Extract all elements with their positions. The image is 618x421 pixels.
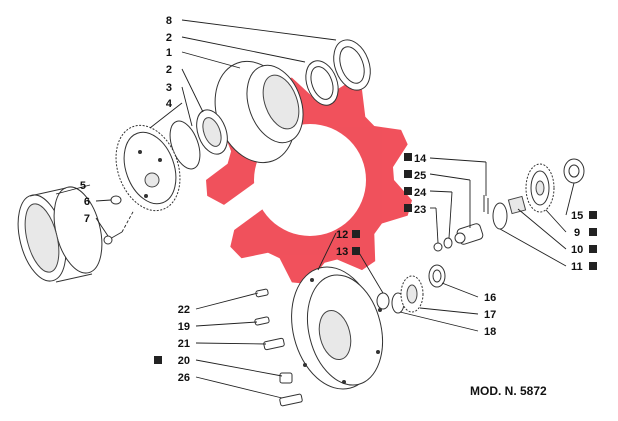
part-1-housing	[214, 60, 304, 164]
part-5-ring-gear	[17, 186, 103, 283]
part-23-pin	[433, 242, 443, 252]
part-6-washer	[110, 195, 122, 205]
callout-12: 12	[336, 229, 348, 241]
callouts-upper-mid: 12 13	[336, 229, 360, 258]
leader-lines	[55, 19, 575, 399]
callout-6: 6	[84, 196, 90, 208]
callout-1: 1	[166, 47, 172, 59]
part-26-long-stud	[279, 393, 303, 407]
callout-24: 24	[414, 187, 427, 199]
part-4-gear-carrier	[115, 124, 181, 212]
part-11-thrust-washer	[492, 202, 508, 230]
part-19-screw	[254, 316, 270, 326]
callouts-right-upper: 14 25 24 23	[404, 153, 427, 216]
part-8-seal	[333, 39, 371, 91]
part-21-stud	[263, 337, 285, 351]
model-number-label: MOD. N. 5872	[470, 384, 547, 398]
marker-square-23	[404, 204, 412, 212]
marker-square-15	[589, 211, 597, 219]
callout-13: 13	[336, 246, 348, 258]
part-16-washer	[428, 264, 446, 288]
callout-15: 15	[571, 210, 583, 222]
callout-3: 3	[166, 82, 172, 94]
callout-4: 4	[166, 98, 173, 110]
callout-7: 7	[84, 213, 90, 225]
callouts-bottom-left: 22 19 21 20 26	[154, 304, 190, 384]
callout-26: 26	[178, 372, 190, 384]
callout-23: 23	[414, 204, 426, 216]
part-9-gear	[525, 163, 555, 213]
marker-square-24	[404, 187, 412, 195]
part-14-pin	[483, 195, 489, 214]
watermark-wrench-head	[294, 138, 338, 182]
callout-10: 10	[571, 244, 583, 256]
part-25-shaft	[454, 223, 484, 245]
marker-square-20	[154, 356, 162, 364]
callouts-right: 15 9 10 11	[571, 210, 597, 273]
callout-17: 17	[484, 309, 496, 321]
part-22-dowel	[255, 288, 269, 298]
part-7-bolt	[103, 209, 135, 245]
callout-11: 11	[571, 261, 583, 273]
callout-2-lower: 2	[166, 64, 172, 76]
callout-8: 8	[166, 15, 172, 27]
marker-square-14	[404, 153, 412, 161]
callout-22: 22	[178, 304, 190, 316]
marker-square-11	[589, 262, 597, 270]
callout-2-upper: 2	[166, 32, 172, 44]
callout-14: 14	[414, 153, 427, 165]
callout-25: 25	[414, 170, 426, 182]
marker-square-13	[352, 247, 360, 255]
part-12-cover-plate	[291, 266, 383, 390]
part-24-washer	[443, 237, 453, 249]
part-10-needle-bearing	[507, 195, 527, 215]
callout-20: 20	[178, 355, 190, 367]
callout-9: 9	[574, 227, 580, 239]
marker-square-10	[589, 245, 597, 253]
callout-5: 5	[80, 180, 86, 192]
part-13-bushing	[376, 292, 390, 310]
callouts-lower-mid: 16 17 18	[484, 292, 496, 338]
part-17-gear	[400, 275, 424, 313]
marker-square-12	[352, 230, 360, 238]
marker-square-25	[404, 170, 412, 178]
part-15-washer	[563, 158, 585, 184]
part-20-nut	[279, 372, 293, 384]
callout-16: 16	[484, 292, 496, 304]
callout-18: 18	[484, 326, 496, 338]
callouts-left: 8 2 1 2 3 4 5 6 7	[80, 15, 173, 225]
callout-19: 19	[178, 321, 190, 333]
marker-square-9	[589, 228, 597, 236]
part-2-bearing-lower	[196, 109, 228, 155]
callout-21: 21	[178, 338, 190, 350]
part-2-bearing-upper	[305, 60, 339, 106]
watermark-wrench-shape	[210, 150, 316, 236]
